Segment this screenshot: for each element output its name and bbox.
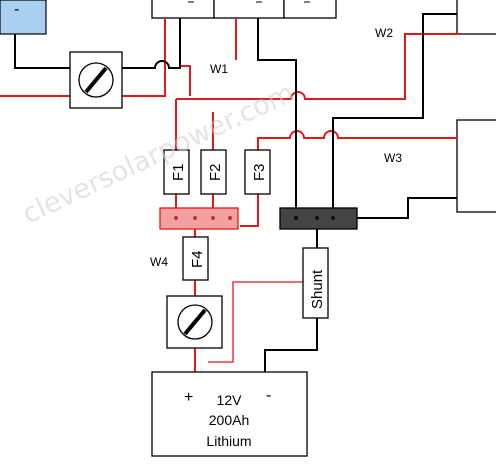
battery-chemistry: Lithium: [206, 433, 251, 449]
fuse-f3-label: F3: [251, 163, 268, 181]
fuse-f2-label: F2: [207, 163, 224, 181]
battery-minus: -: [266, 387, 271, 404]
shunt[interactable]: Shunt: [302, 247, 329, 319]
battery-capacity: 200Ah: [209, 412, 249, 428]
top-disconnect-switch[interactable]: [69, 51, 123, 109]
positive-busbar: [159, 207, 239, 230]
top-left-device: -: [0, 0, 47, 35]
fuse-f4-label: F4: [189, 250, 206, 268]
shunt-label: Shunt: [309, 269, 326, 309]
fuse-f3[interactable]: F3: [244, 149, 271, 195]
wire-label-w1: W1: [210, 62, 228, 76]
fuse-f4[interactable]: F4: [182, 236, 209, 281]
battery: + - 12V 200Ah Lithium: [151, 371, 308, 457]
battery-voltage: 12V: [217, 392, 243, 408]
fuse-f1-label: F1: [170, 163, 187, 181]
negative-busbar: [279, 207, 358, 230]
wire-label-w2: W2: [375, 26, 393, 40]
battery-disconnect-switch[interactable]: [166, 295, 223, 349]
wire-label-w3: W3: [384, 151, 402, 165]
wire-label-w4: W4: [150, 255, 168, 269]
right-device-top: [456, 0, 496, 35]
right-device-middle: [456, 119, 496, 213]
fuse-f2[interactable]: F2: [200, 149, 227, 195]
battery-plus: +: [184, 389, 193, 406]
fuse-f1[interactable]: F1: [163, 149, 190, 195]
top-terminal-block: [151, 0, 337, 19]
top-left-device-label: -: [14, 1, 19, 18]
negative-wires: [14, 13, 457, 372]
